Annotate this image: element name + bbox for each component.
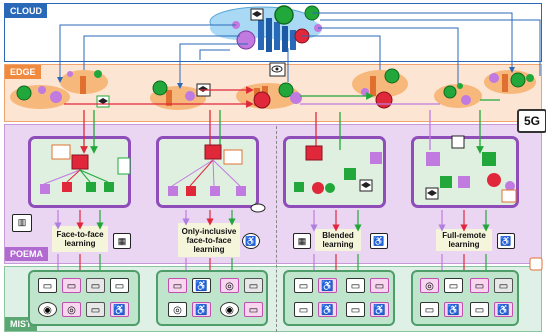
laptop-icon: ▭	[244, 302, 263, 317]
wheelchair-icon: ♿	[318, 302, 337, 317]
laptop-icon: ▭	[294, 278, 313, 293]
poema-layer-label: POEMA	[5, 247, 49, 261]
graduation-cap-icon	[98, 98, 108, 104]
cloud-layer-label: CLOUD	[5, 4, 47, 18]
laptop-icon: ▭	[470, 278, 489, 293]
headset-icon: ◉	[38, 302, 57, 317]
laptop-icon: ▭	[294, 302, 313, 317]
laptop-icon: ▭	[444, 278, 463, 293]
wheelchair-icon: ♿	[444, 302, 463, 317]
scenario-nodes-1	[40, 144, 131, 194]
hearing-icon: ◎	[220, 278, 239, 293]
scenario-nodes-3	[294, 145, 382, 194]
accessibility-icon: ♿	[370, 233, 388, 249]
poema-mist-links	[54, 210, 490, 270]
ear-icon	[451, 135, 465, 149]
headset-icon: ◉	[220, 302, 239, 317]
glasses-icon	[250, 203, 266, 213]
scenario-label-full-remote: Full-remote learning	[436, 229, 492, 251]
laptop-icon: ▭	[38, 278, 57, 293]
edge-cloud-7	[484, 70, 536, 94]
edge-cloud-2	[60, 70, 110, 108]
accessibility-icon: ♿	[242, 233, 260, 249]
wheelchair-icon: ♿	[192, 278, 211, 293]
laptop-icon: ▭	[370, 278, 389, 293]
classroom-icon: ▦	[113, 233, 131, 249]
laptop-icon: ▭	[420, 302, 439, 317]
scenario-label-only-inclusive: Only-inclusive face-to-face learning	[178, 223, 240, 257]
laptop-icon: ▭	[244, 278, 263, 293]
hearing-icon: ◎	[62, 302, 81, 317]
laptop-icon: ▭	[62, 278, 81, 293]
laptop-icon: ▭	[494, 278, 513, 293]
edge-cloud-4	[236, 62, 302, 109]
scenario-panel-face-to-face	[28, 136, 131, 208]
scenario-label-blended: Blended learning	[315, 229, 361, 251]
hearing-icon: ◎	[168, 302, 187, 317]
wheelchair-icon: ♿	[370, 302, 389, 317]
wheelchair-icon: ♿	[494, 302, 513, 317]
edge-cloud-6	[434, 83, 482, 108]
section-divider	[276, 126, 277, 332]
laptop-icon: ▭	[86, 302, 105, 317]
edge-links	[64, 86, 500, 108]
wheelchair-icon: ♿	[110, 302, 129, 317]
graduation-cap-icon	[252, 11, 262, 17]
side-device-icon	[529, 257, 543, 271]
edge-cloud-1	[10, 85, 70, 109]
graduation-cap-icon	[361, 182, 371, 188]
accessibility-icon: ♿	[497, 233, 515, 249]
eye-icon	[271, 65, 283, 73]
laptop-icon: ▭	[346, 302, 365, 317]
5g-badge: 5G	[517, 109, 546, 133]
edge-layer-label: EDGE	[5, 65, 41, 79]
scenario-nodes-2	[168, 144, 266, 213]
edge-poema-links	[80, 110, 484, 154]
laptop-icon: ▭	[110, 278, 129, 293]
laptop-icon: ▭	[86, 278, 105, 293]
wheelchair-icon: ♿	[192, 302, 211, 317]
hearing-icon: ◎	[420, 278, 439, 293]
cloud-edge-links	[57, 12, 541, 89]
laptop-icon: ▭	[470, 302, 489, 317]
school-building-icon: ▥	[12, 214, 32, 232]
scenario-panel-blended	[283, 136, 386, 208]
scenario-nodes-4	[425, 135, 517, 203]
graduation-cap-icon	[427, 190, 437, 196]
cloud-cluster	[209, 5, 322, 52]
classroom-icon: ▦	[293, 233, 311, 249]
laptop-icon: ▭	[346, 278, 365, 293]
wheelchair-icon: ♿	[318, 278, 337, 293]
scenario-label-face-to-face: Face-to-face learning	[52, 226, 108, 252]
laptop-icon: ▭	[168, 278, 187, 293]
edge-cloud-5	[352, 68, 408, 109]
